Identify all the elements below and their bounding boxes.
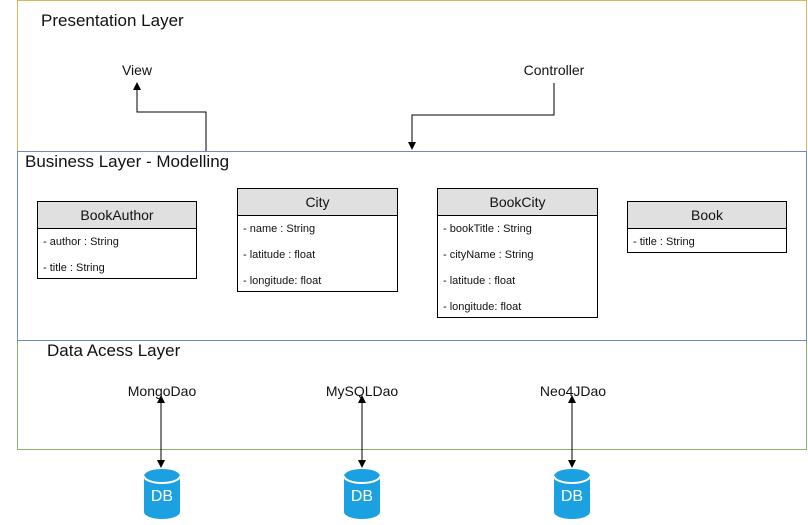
class-name: BookAuthor (38, 202, 196, 229)
class-name: Book (628, 202, 786, 229)
class-city: City - name : String - latitude : float … (237, 188, 398, 292)
class-bookauthor: BookAuthor - author : String - title : S… (37, 201, 197, 279)
data-access-layer-title: Data Acess Layer (47, 341, 181, 360)
business-layer: Business Layer - Modelling (17, 151, 807, 341)
mysql-database-icon: DB (343, 468, 381, 520)
db-label: DB (560, 488, 584, 505)
class-attribute: - latitude : float (443, 275, 516, 287)
mysqldao-label: MySQLDao (325, 383, 399, 399)
db-label: DB (350, 488, 374, 505)
neo4j-database-icon: DB (553, 468, 591, 520)
view-connector (133, 82, 207, 151)
controller-connector (408, 83, 555, 150)
data-access-layer: Data Acess Layer (17, 341, 807, 450)
class-attribute: - longitude: float (443, 301, 522, 313)
presentation-layer: Presentation Layer (17, 0, 807, 151)
class-name: City (238, 189, 397, 216)
class-attribute: - bookTitle : String (443, 223, 532, 235)
business-layer-title: Business Layer - Modelling (25, 152, 230, 171)
mongodao-label: MongoDao (127, 383, 197, 399)
class-book: Book - title : String (627, 201, 787, 253)
mongo-database-icon: DB (143, 468, 181, 520)
db-label: DB (150, 488, 174, 505)
class-attribute: - name : String (243, 223, 316, 235)
controller-label: Controller (523, 62, 585, 78)
class-attribute: - latitude : float (243, 249, 316, 261)
class-attribute: - title : String (43, 262, 105, 274)
presentation-layer-title: Presentation Layer (41, 11, 184, 30)
view-label: View (121, 62, 153, 78)
class-attribute: - author : String (43, 236, 119, 248)
class-attribute: - longitude: float (243, 275, 322, 287)
class-name: BookCity (438, 189, 597, 216)
class-attribute: - cityName : String (443, 249, 534, 261)
class-bookcity: BookCity - bookTitle : String - cityName… (437, 188, 598, 318)
neo4jdao-label: Neo4JDao (539, 383, 607, 399)
class-attribute: - title : String (633, 236, 695, 248)
